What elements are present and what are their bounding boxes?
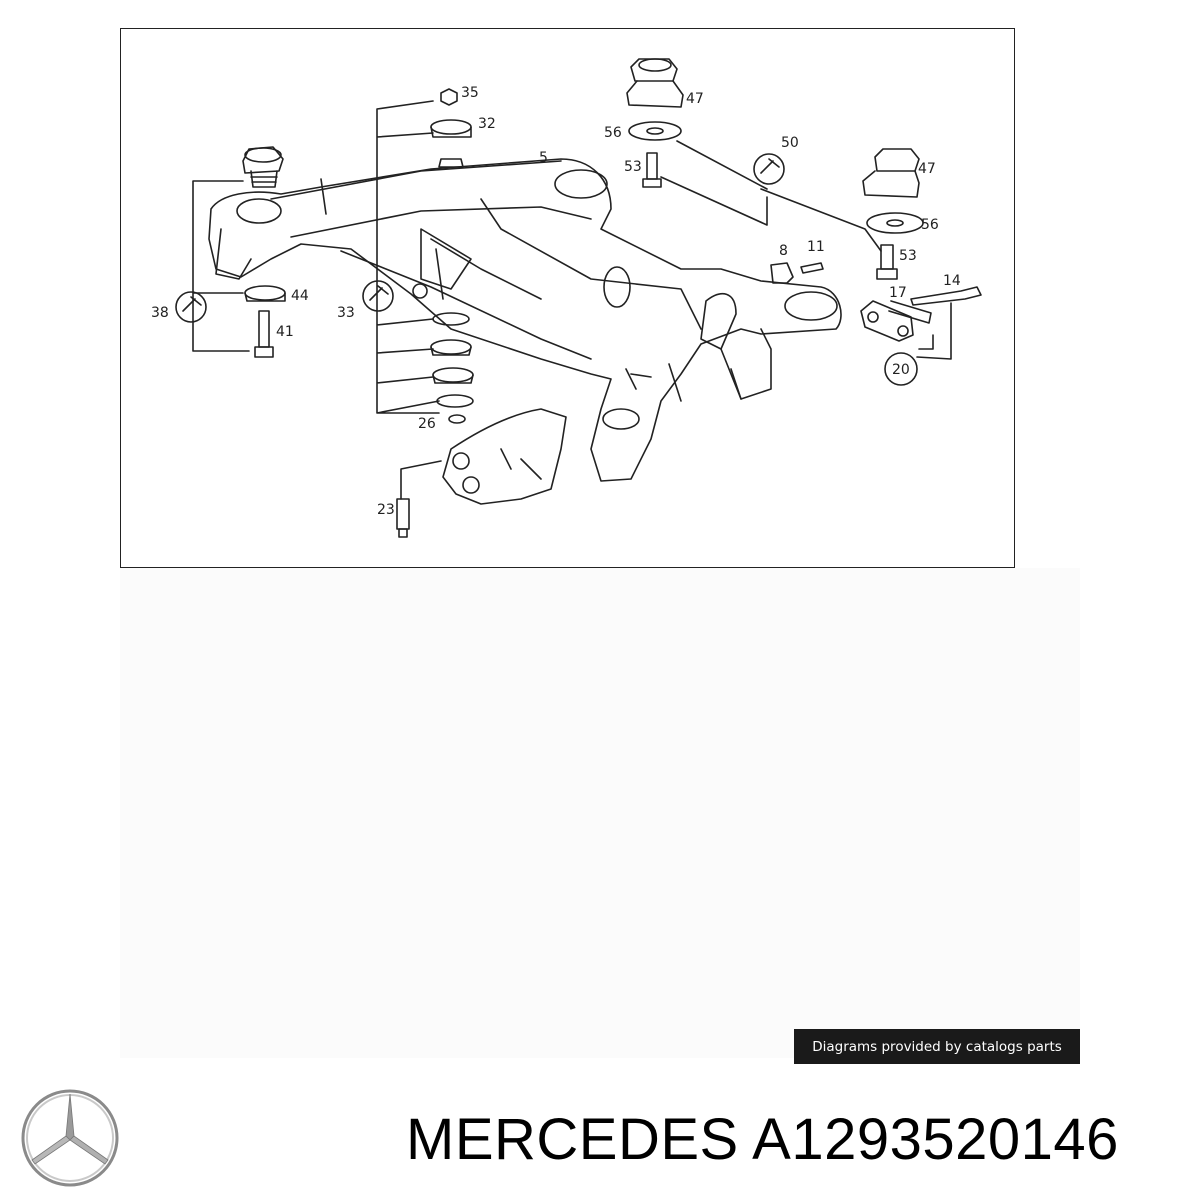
callout-47-top: 47 bbox=[686, 91, 704, 107]
callout-5: 5 bbox=[539, 150, 548, 166]
callout-56-right: 56 bbox=[921, 217, 939, 233]
callout-41: 41 bbox=[276, 324, 294, 340]
callout-35: 35 bbox=[461, 85, 479, 101]
callout-38: 38 bbox=[151, 305, 169, 321]
callout-50: 50 bbox=[781, 135, 799, 151]
callout-14: 14 bbox=[943, 273, 961, 289]
mercedes-star-icon bbox=[21, 1089, 119, 1187]
callout-20: 20 bbox=[892, 362, 910, 378]
callout-23: 23 bbox=[377, 502, 395, 518]
callout-44: 44 bbox=[291, 288, 309, 304]
callout-26: 26 bbox=[418, 416, 436, 432]
part-number: A1293520146 bbox=[752, 1107, 1119, 1172]
callout-56-top: 56 bbox=[604, 125, 622, 141]
callout-53-top: 53 bbox=[624, 159, 642, 175]
diagram-credit-banner: Diagrams provided by catalogs parts bbox=[794, 1029, 1080, 1064]
callout-labels: 35 32 5 47 56 53 50 47 56 53 8 11 14 17 … bbox=[151, 85, 961, 518]
callout-32: 32 bbox=[478, 116, 496, 132]
parts-diagram-frame: 35 32 5 47 56 53 50 47 56 53 8 11 14 17 … bbox=[120, 28, 1015, 568]
callout-8: 8 bbox=[779, 243, 788, 259]
background-panel bbox=[120, 568, 1080, 1058]
callout-33: 33 bbox=[337, 305, 355, 321]
callout-47-right: 47 bbox=[918, 161, 936, 177]
brand-name: MERCEDES bbox=[406, 1107, 739, 1172]
rear-link-parts bbox=[770, 262, 982, 386]
callout-53-right: 53 bbox=[899, 248, 917, 264]
parts-diagram: 35 32 5 47 56 53 50 47 56 53 8 11 14 17 … bbox=[151, 58, 982, 538]
center-stack-parts bbox=[362, 88, 474, 424]
callout-11: 11 bbox=[807, 239, 825, 255]
brand-part-title: MERCEDES A1293520146 bbox=[406, 1104, 1191, 1176]
callout-17: 17 bbox=[889, 285, 907, 301]
subframe-body bbox=[208, 158, 842, 482]
right-mount-parts bbox=[626, 58, 924, 280]
left-mount-parts bbox=[175, 146, 286, 358]
differential-bracket-parts bbox=[396, 408, 567, 538]
